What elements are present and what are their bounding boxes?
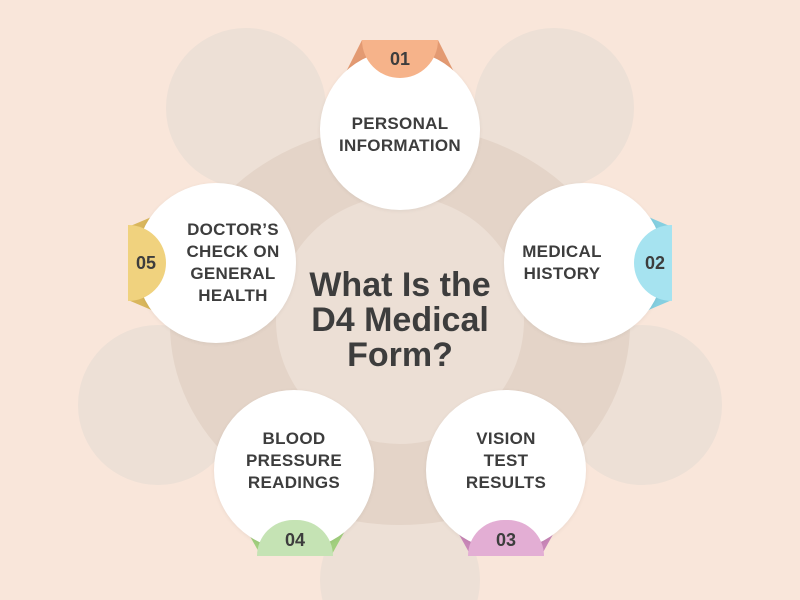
- step-01-number: 01: [389, 48, 411, 69]
- step-02-number: 02: [644, 252, 666, 273]
- step-01-label: PERSONAL INFORMATION: [339, 114, 461, 155]
- step-03-number: 03: [495, 529, 517, 550]
- step-05-number: 05: [135, 252, 157, 273]
- step-03-label: VISION TEST RESULTS: [465, 429, 547, 492]
- step-02-label: MEDICAL HISTORY: [522, 242, 602, 283]
- step-04-number: 04: [284, 529, 306, 550]
- diagram-title: What Is the D4 Medical Form?: [309, 265, 491, 374]
- step-04-label: BLOOD PRESSURE READINGS: [246, 429, 342, 492]
- step-05-label: DOCTOR’S CHECK ON GENERAL HEALTH: [186, 220, 280, 305]
